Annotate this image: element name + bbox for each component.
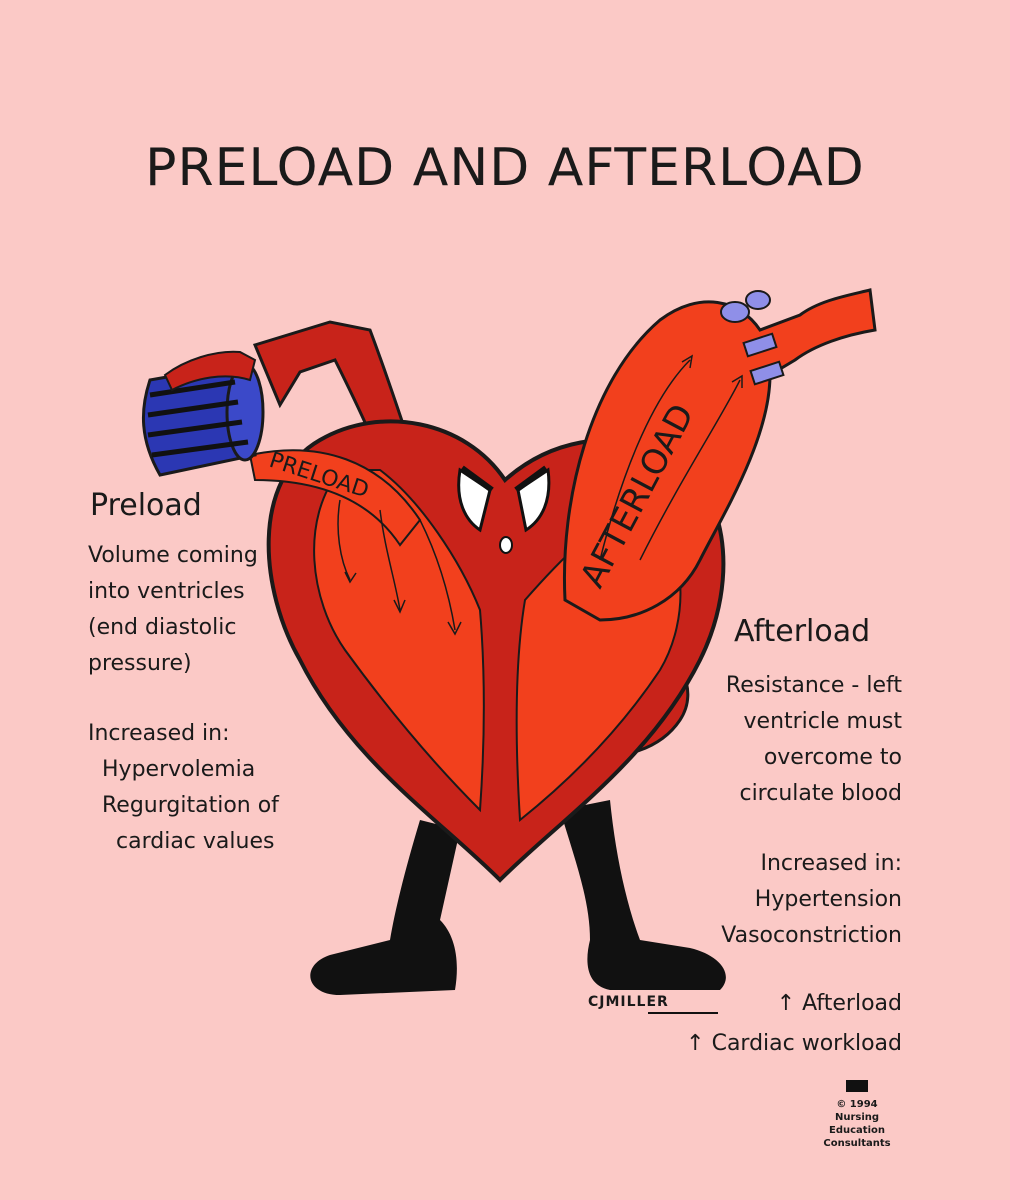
preload-increased-item-2: Regurgitation of [102, 793, 279, 818]
preload-line-1: Volume coming [88, 543, 258, 568]
preload-increased-label: Increased in: [88, 721, 230, 746]
blue-cup [142, 362, 265, 477]
hand [163, 350, 257, 392]
valve-clamp [742, 332, 778, 358]
preload-increased-item-1: Hypervolemia [102, 757, 256, 782]
page-title: PRELOAD AND AFTERLOAD [145, 138, 865, 198]
afterload-increased-item-2: Vasoconstriction [721, 923, 902, 948]
copyright-line-4: Consultants [823, 1138, 891, 1149]
preload-line-3: (end diastolic [88, 615, 237, 640]
afterload-line-4: circulate blood [739, 781, 902, 806]
preload-increased-item-3: cardiac values [116, 829, 275, 854]
aorta-tube [562, 288, 877, 622]
afterload-increased-label: Increased in: [760, 851, 902, 876]
signature-underline [648, 1012, 718, 1014]
copyright-block: © 1994 Nursing Education Consultants [812, 1080, 902, 1150]
afterload-line-2: ventricle must [743, 709, 902, 734]
valve-key [720, 301, 750, 323]
valve-key-wing [745, 290, 771, 310]
preload-stream [248, 449, 422, 547]
right-leg [560, 800, 726, 990]
afterload-line-1: Resistance - left [725, 673, 902, 698]
preload-heading: Preload [90, 488, 202, 523]
afterload-increased-item-1: Hypertension [754, 887, 902, 912]
left-chamber [313, 469, 485, 813]
publisher-logo-icon [846, 1080, 868, 1092]
copyright-line-2: Nursing [834, 1112, 880, 1123]
left-leg [310, 820, 460, 995]
preload-line-4: pressure) [88, 651, 192, 676]
afterload-effect-2: ↑ Cardiac workload [686, 1031, 902, 1056]
copyright-line-1: © 1994 [836, 1099, 878, 1110]
afterload-line-3: overcome to [763, 745, 902, 770]
preload-line-2: into ventricles [88, 579, 245, 604]
valve-clamp-lower [749, 360, 785, 386]
copyright-line-3: Education [829, 1125, 885, 1136]
afterload-effect-1: ↑ Afterload [776, 991, 902, 1016]
heart-face [457, 465, 551, 554]
flow-arrows [337, 354, 743, 636]
afterload-heading: Afterload [734, 614, 871, 649]
artist-signature: CJMILLER [588, 994, 669, 1010]
